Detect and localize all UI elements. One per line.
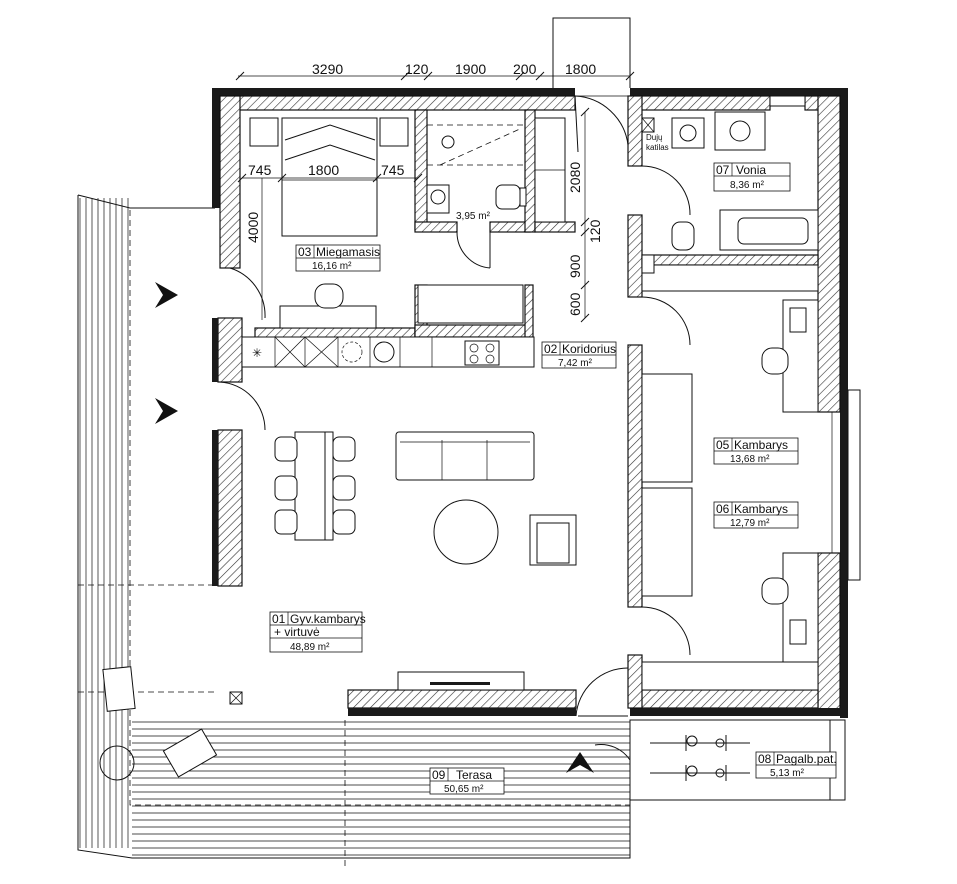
dim-tick xyxy=(277,173,287,183)
bicycle-icon xyxy=(650,735,750,751)
appliance-cross xyxy=(274,336,306,368)
dim-bed-3: 745 xyxy=(381,162,405,178)
room-name: Gyv.kambarys xyxy=(290,612,366,626)
terrace-decking xyxy=(77,194,631,868)
dim-tick xyxy=(535,71,545,81)
room-area: 7,42 m² xyxy=(558,358,593,369)
dim-top-2: 120 xyxy=(405,61,429,77)
room-number: 03 xyxy=(298,245,312,259)
dim-vert-1: 2080 xyxy=(567,162,583,193)
room-name: Kambarys xyxy=(734,502,788,516)
chair-icon xyxy=(332,509,356,535)
chair-icon xyxy=(332,436,356,462)
room-number: 01 xyxy=(272,612,286,626)
appliance-cross xyxy=(304,336,339,368)
room-name: Miegamasis xyxy=(316,245,380,259)
room-name: Koridorius xyxy=(562,342,616,356)
fridge-icon: ✳ xyxy=(252,346,262,360)
boiler-label-2: katilas xyxy=(646,143,669,152)
room-area: 5,13 m² xyxy=(770,768,805,779)
room-label-09: 09 Terasa 50,65 m² xyxy=(429,767,505,795)
chair-icon xyxy=(332,475,356,501)
room-area: 13,68 m² xyxy=(730,454,770,465)
dim-bed-2: 1800 xyxy=(308,162,339,178)
room-number: 08 xyxy=(758,752,772,766)
room-name: Pagalb.pat. xyxy=(776,752,837,766)
room-label-08: 08 Pagalb.pat. 5,13 m² xyxy=(755,751,837,779)
dim-vert-4: 600 xyxy=(567,292,583,316)
room-number: 06 xyxy=(716,502,730,516)
room-number: 09 xyxy=(432,768,446,782)
entrance-arrow-icon xyxy=(155,282,178,308)
dim-tick xyxy=(423,71,433,81)
room-area: 48,89 m² xyxy=(290,642,330,653)
dim-tick xyxy=(515,71,525,81)
room-label-05: 05 Kambarys 13,68 m² xyxy=(713,437,799,465)
dimension-lines xyxy=(235,71,635,323)
entrance-arrow-icon xyxy=(566,752,594,773)
dim-top-4: 200 xyxy=(513,61,537,77)
dim-tick xyxy=(372,173,382,183)
entrance-arrow-icon xyxy=(155,398,178,424)
furniture: ✳ xyxy=(99,111,819,781)
room-label-07: 07 Vonia 8,36 m² xyxy=(713,162,791,192)
room-label-01: 01 Gyv.kambarys + virtuvė 48,89 m² xyxy=(269,611,366,653)
dim-top-5: 1800 xyxy=(565,61,596,77)
room-number: 05 xyxy=(716,438,730,452)
room-name-2: + virtuvė xyxy=(274,625,320,639)
room-name: Vonia xyxy=(736,163,766,177)
dim-vert-2: 120 xyxy=(587,219,603,243)
deck-outline xyxy=(77,195,631,859)
outer-walls xyxy=(212,17,861,801)
interior-walls xyxy=(254,95,819,709)
room-number: 02 xyxy=(544,342,558,356)
room-area: 12,79 m² xyxy=(730,518,770,529)
dim-top-3: 1900 xyxy=(455,61,486,77)
room-area: 16,16 m² xyxy=(312,261,352,272)
dim-tick xyxy=(580,217,590,227)
room-area: 50,65 m² xyxy=(444,784,484,795)
dim-tick xyxy=(413,173,423,183)
dim-tick xyxy=(625,71,635,81)
dim-top-1: 3290 xyxy=(312,61,343,77)
room-label-03: 03 Miegamasis 16,16 m² xyxy=(295,244,381,272)
chair-icon xyxy=(274,436,298,462)
dim-vert-3: 900 xyxy=(567,254,583,278)
dim-tick xyxy=(400,71,410,81)
dim-tick xyxy=(580,227,590,237)
room-area: 8,36 m² xyxy=(730,180,765,191)
room-number: 07 xyxy=(716,163,730,177)
dim-tick xyxy=(580,280,590,290)
chair-icon xyxy=(274,475,298,501)
room-name: Kambarys xyxy=(734,438,788,452)
dim-bed-1: 745 xyxy=(248,162,272,178)
room-label-06: 06 Kambarys 12,79 m² xyxy=(713,501,799,529)
dim-tick xyxy=(235,71,245,81)
dim-tick xyxy=(580,107,590,117)
bicycle-icon xyxy=(650,765,750,781)
chair-icon xyxy=(274,509,298,535)
boiler-label: Dujų xyxy=(646,133,663,142)
doors xyxy=(219,95,691,761)
wc-area: 3,95 m² xyxy=(456,211,491,222)
dim-tick xyxy=(237,173,247,183)
room-label-02: 02 Koridorius 7,42 m² xyxy=(541,341,617,369)
dim-tick xyxy=(580,313,590,323)
room-name: Terasa xyxy=(456,768,492,782)
dim-left: 4000 xyxy=(245,212,261,243)
